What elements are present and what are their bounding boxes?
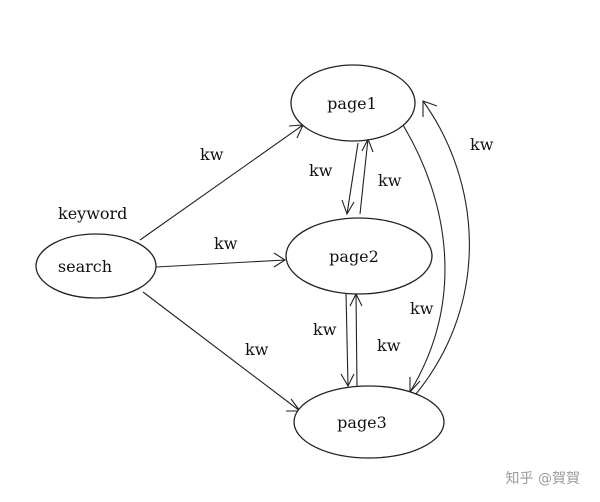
node-page1-label: page1 — [327, 94, 377, 113]
arrowhead-page3-page1 — [422, 100, 438, 117]
edge-search-page3 — [142, 291, 301, 412]
arrowhead-page2-page3 — [340, 373, 355, 388]
edge-label-search-page1: kw — [200, 145, 224, 164]
edge-label-search-page3: kw — [245, 340, 269, 359]
keyword-caption: keyword — [58, 204, 127, 223]
edge-page3-page2 — [355, 293, 358, 387]
node-page1-shape — [290, 64, 416, 142]
node-search-shape — [35, 233, 157, 299]
node-search: search — [35, 233, 157, 299]
node-page3-shape — [293, 385, 445, 459]
edge-search-page2 — [155, 259, 286, 268]
edge-page3-page1 — [415, 100, 470, 395]
node-page3-label: page3 — [337, 413, 387, 432]
arrowhead-page1-page2 — [341, 199, 355, 216]
node-search-label: search — [58, 257, 112, 276]
edge-label-page1-page3: kw — [410, 299, 434, 318]
edge-page2-page1 — [359, 138, 369, 215]
edge-label-page3-page1: kw — [470, 135, 494, 154]
edge-label-search-page2: kw — [214, 234, 238, 253]
edge-label-page2-page1: kw — [378, 171, 402, 190]
node-page2-label: page2 — [329, 247, 379, 266]
edge-page2-page3 — [345, 291, 349, 387]
arrowhead-search-page2 — [273, 252, 287, 268]
edge-labels: kw kw kw kw kw kw kw kw kw — [200, 135, 494, 359]
node-page3: page3 — [293, 385, 445, 459]
edge-search-page1 — [139, 124, 304, 241]
edge-label-page2-page3: kw — [313, 320, 337, 339]
edge-label-page3-page2: kw — [377, 336, 401, 355]
node-page2-shape — [285, 217, 433, 295]
node-page1: page1 — [290, 64, 416, 142]
edge-page1-page3 — [402, 124, 446, 393]
node-page2: page2 — [285, 217, 433, 295]
edge-page1-page2 — [346, 142, 359, 215]
watermark: 知乎 @賀賀 — [505, 471, 580, 487]
edges — [139, 100, 470, 412]
edge-label-page1-page2: kw — [309, 161, 333, 180]
